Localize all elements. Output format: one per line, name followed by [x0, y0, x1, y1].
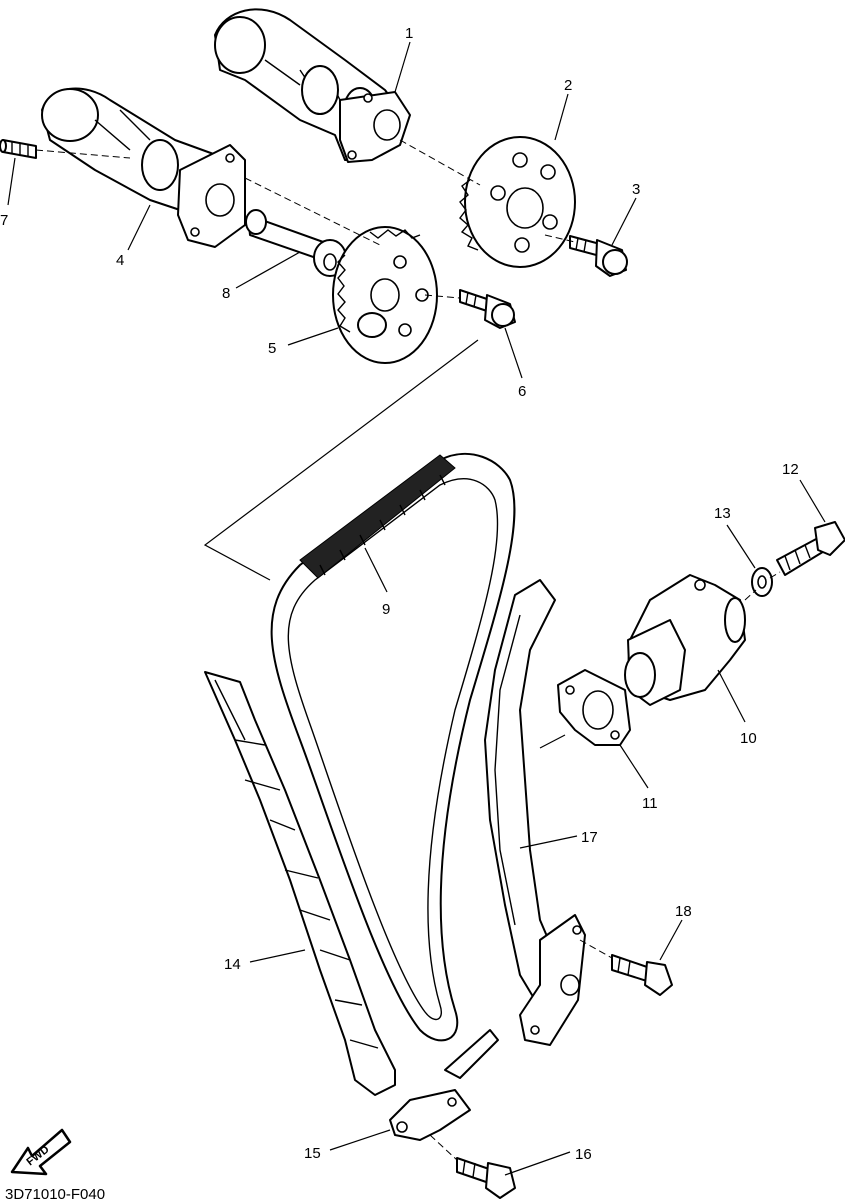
- camshaft-lower: [41, 87, 246, 248]
- sprocket-lower: [332, 226, 438, 364]
- diagram-code: 3D71010-F040: [5, 1186, 105, 1202]
- shaft: [245, 209, 347, 277]
- guide-stopper: [389, 1029, 499, 1141]
- callout-2: 2: [564, 77, 572, 94]
- callout-11: 11: [642, 795, 658, 812]
- callout-1: 1: [405, 25, 413, 42]
- callout-6: 6: [518, 383, 526, 400]
- callout-5: 5: [268, 340, 276, 357]
- callout-9: 9: [382, 601, 390, 618]
- callout-8: 8: [222, 285, 230, 302]
- callout-17: 17: [581, 829, 598, 846]
- chain-guide-right: [484, 579, 586, 1046]
- chain-guide-left: [204, 671, 396, 1096]
- bolt-upper: [569, 235, 628, 277]
- callout-3: 3: [632, 181, 640, 198]
- callout-4: 4: [116, 252, 124, 269]
- callout-labels: 1 2 3 4 5 6 7 8 9 10 11 12 13 14 15 16 1…: [0, 25, 799, 1163]
- gasket: [557, 669, 631, 746]
- callout-15: 15: [304, 1145, 321, 1162]
- bolt-guide: [611, 954, 673, 996]
- callout-18: 18: [675, 903, 692, 920]
- bolt-lower: [459, 289, 516, 329]
- assembly-lines: [35, 139, 781, 1161]
- callout-7: 7: [0, 212, 8, 229]
- bolt-tensioner: [776, 521, 845, 576]
- bolt-bottom: [456, 1157, 516, 1199]
- callout-10: 10: [740, 730, 757, 747]
- callout-13: 13: [714, 505, 731, 522]
- leader-lines: [7, 41, 826, 1176]
- callout-14: 14: [224, 956, 241, 973]
- washer: [751, 567, 773, 597]
- timing-chain: [270, 452, 516, 1042]
- camshaft-upper: [214, 8, 411, 163]
- fwd-arrow-icon: FWD: [10, 1128, 72, 1176]
- dowel-pin: [0, 139, 37, 159]
- callout-16: 16: [575, 1146, 592, 1163]
- sprocket-upper: [459, 136, 576, 268]
- callout-12: 12: [782, 461, 799, 478]
- tensioner: [624, 574, 746, 706]
